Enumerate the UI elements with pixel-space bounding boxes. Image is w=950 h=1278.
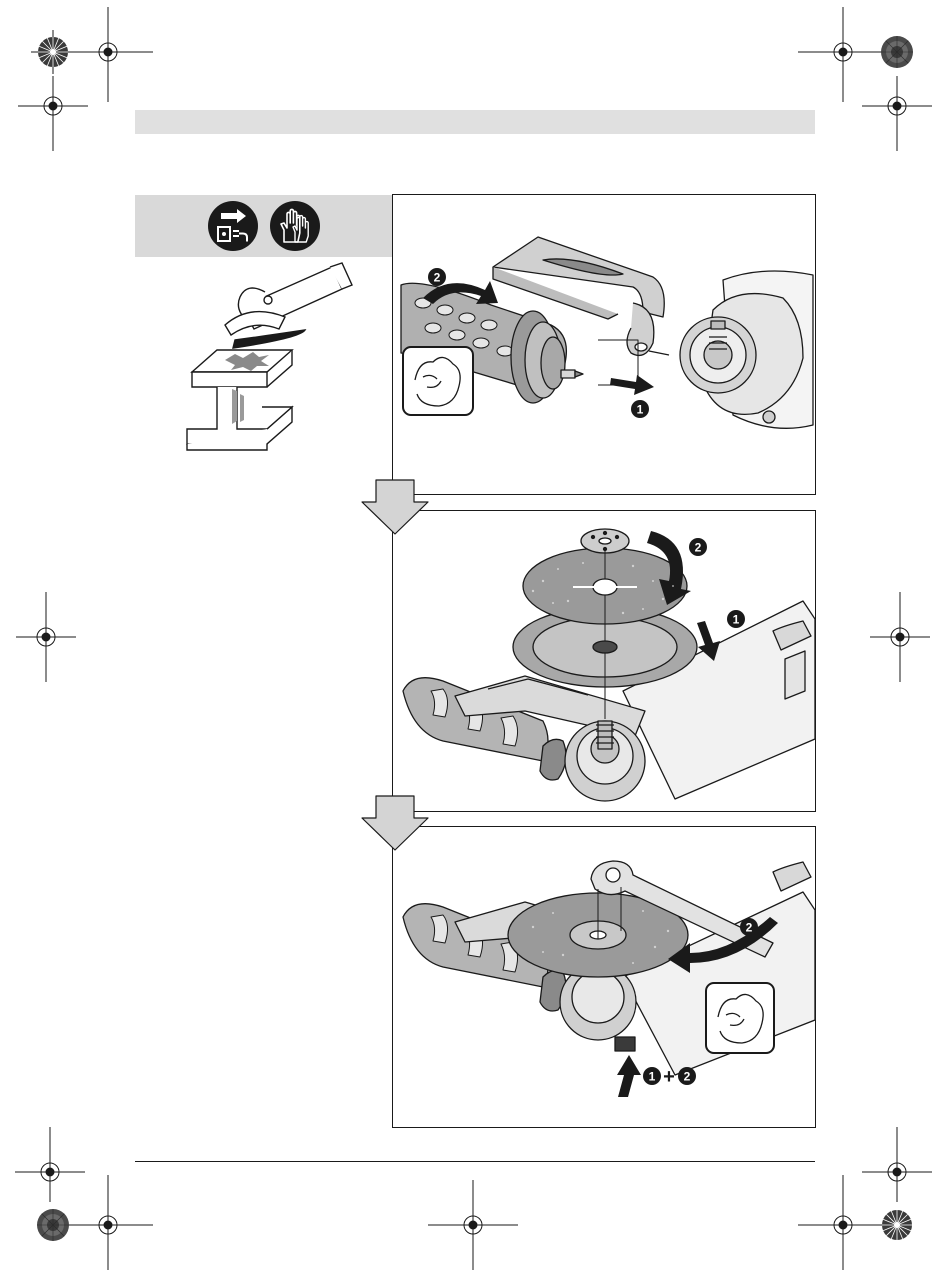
svg-text:2: 2 (434, 271, 441, 285)
crosshair-mark (862, 76, 932, 151)
svg-text:2: 2 (684, 1070, 691, 1084)
crosshair-mark (18, 76, 88, 151)
mount-disc-illustration: 2 1 (393, 511, 815, 811)
unplug-power-icon (207, 200, 259, 252)
tighten-nut-illustration: 2 1 + 2 (393, 827, 815, 1127)
starburst-target (38, 37, 68, 67)
step-badge-2: 2 (740, 918, 758, 936)
step-badge-1: 1 (631, 400, 649, 418)
wear-gloves-icon (269, 200, 321, 252)
next-step-arrow (360, 794, 430, 852)
combo-plus: + (663, 1066, 675, 1088)
remove-handle-illustration: 1 2 (393, 195, 815, 494)
step-panel-2: 2 1 (392, 510, 816, 812)
crosshair-mark (798, 1175, 888, 1270)
svg-text:2: 2 (746, 921, 753, 935)
svg-text:2: 2 (695, 541, 702, 555)
step-badge-1: 1 (727, 610, 745, 628)
crosshair-mark (870, 592, 930, 682)
svg-text:1: 1 (637, 403, 644, 417)
cutting-application-illustration (180, 262, 360, 457)
crosshair-mark (798, 7, 888, 102)
next-step-arrow (360, 478, 430, 536)
footer-rule (135, 1161, 815, 1162)
svg-text:1: 1 (649, 1070, 656, 1084)
crosshair-mark (16, 592, 76, 682)
step-badge-2: 2 (428, 268, 446, 286)
starburst-target (881, 36, 913, 68)
crosshair-mark (862, 1127, 932, 1202)
step-panel-1: 1 2 (392, 194, 816, 495)
step-combo-label: 1 + 2 (643, 1066, 696, 1088)
svg-text:1: 1 (733, 613, 740, 627)
step-badge-2: 2 (689, 538, 707, 556)
crosshair-mark (63, 1175, 153, 1270)
step-panel-3: 2 1 + 2 (392, 826, 816, 1128)
crosshair-mark (63, 7, 153, 102)
crosshair-mark (428, 1180, 518, 1270)
starburst-target (882, 1210, 912, 1240)
crosshair-mark (15, 1127, 85, 1202)
starburst-target (37, 1209, 69, 1241)
safety-icon-panel (135, 195, 393, 257)
header-bar (135, 110, 815, 134)
